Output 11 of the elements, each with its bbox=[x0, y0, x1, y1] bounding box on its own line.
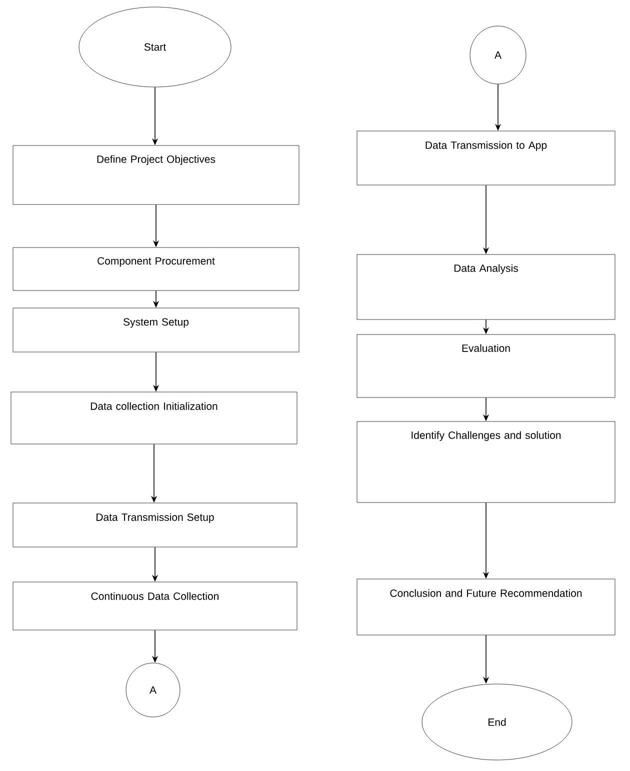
process-box: Data Analysis bbox=[356, 254, 616, 320]
process-box: Conclusion and Future Recommendation bbox=[356, 578, 616, 636]
process-box: Data Transmission to App bbox=[356, 130, 616, 186]
process-box: Define Project Objectives bbox=[12, 145, 300, 205]
process-box: Continuous Data Collection bbox=[12, 582, 298, 630]
process-box: Evaluation bbox=[356, 334, 616, 398]
process-box: System Setup bbox=[12, 308, 300, 352]
process-box: Data Transmission Setup bbox=[12, 502, 298, 548]
process-box: Component Procurement bbox=[12, 247, 300, 291]
process-box: Identify Challenges and solution bbox=[356, 421, 616, 503]
process-box: Data collection Initialization bbox=[10, 392, 298, 444]
